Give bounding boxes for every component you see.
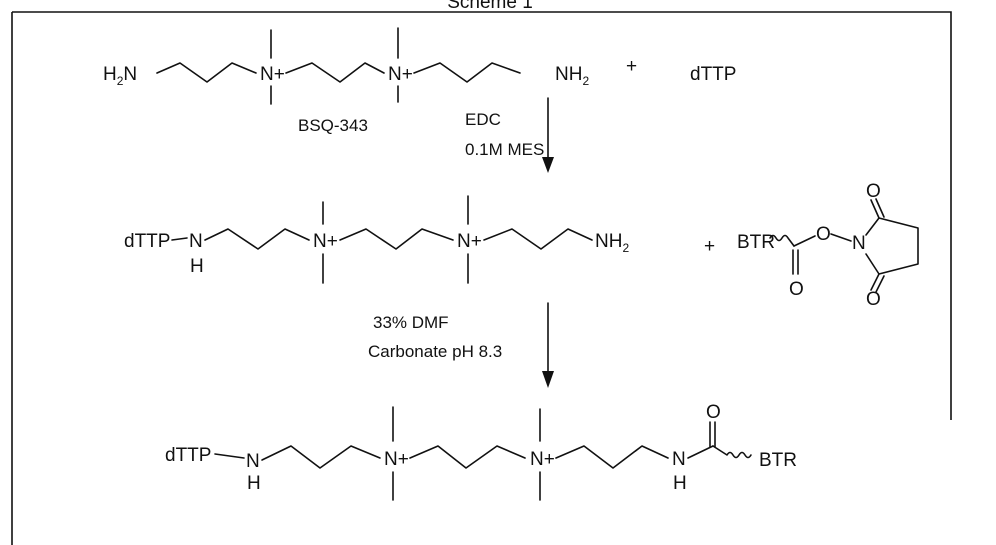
btr-label-ester: BTR bbox=[737, 232, 775, 253]
propyl-chain-2-2 bbox=[339, 228, 454, 250]
propyl-chain-2-3 bbox=[483, 228, 593, 250]
dttp-conjugate-structure: dTTP N H N+ N+ NH2 bbox=[124, 195, 629, 284]
quaternary-n-2-2: N+ bbox=[457, 231, 482, 252]
propyl-chain-3-1 bbox=[261, 445, 381, 469]
plus-sign-2: + bbox=[704, 236, 715, 257]
quaternary-n-3-2: N+ bbox=[530, 449, 555, 470]
btr-label-product: BTR bbox=[759, 450, 797, 471]
succinimide-o-top: O bbox=[866, 181, 881, 202]
quaternary-n-1: N+ bbox=[260, 64, 285, 85]
condition-1a: EDC bbox=[465, 110, 501, 129]
amide-n-c-bond bbox=[687, 445, 714, 459]
scheme-frame bbox=[11, 11, 952, 545]
right-amine-label: NH2 bbox=[555, 64, 589, 88]
wavy-linker-ester bbox=[769, 234, 795, 247]
btr-nhs-ester-structure: BTR O O N O O bbox=[737, 181, 919, 310]
succinimide-n: N bbox=[852, 233, 866, 254]
propyl-chain-3-3 bbox=[555, 445, 669, 469]
arrow-head-2 bbox=[542, 371, 554, 388]
propyl-chain-3-2 bbox=[409, 445, 526, 469]
propyl-chain-2-1 bbox=[204, 228, 310, 250]
amine-n-3: N bbox=[246, 451, 260, 472]
carbonyl-c-o-link bbox=[793, 235, 816, 247]
dttp-prefix-3: dTTP bbox=[165, 445, 211, 466]
plus-sign-1: + bbox=[626, 56, 637, 77]
upper-co-2 bbox=[875, 198, 885, 218]
quaternary-n-3-1: N+ bbox=[384, 449, 409, 470]
propyl-chain-1 bbox=[156, 62, 257, 83]
wavy-linker-product bbox=[712, 445, 752, 459]
lower-co-1 bbox=[870, 273, 880, 291]
quaternary-n-2: N+ bbox=[388, 64, 413, 85]
product-structure: dTTP N H N+ N+ N H O BTR bbox=[165, 402, 797, 501]
propyl-chain-3 bbox=[413, 62, 521, 83]
dttp-prefix-2: dTTP bbox=[124, 231, 170, 252]
propyl-chain-2 bbox=[285, 62, 385, 83]
amine-h-2: H bbox=[190, 256, 204, 277]
o-n-bond bbox=[830, 233, 852, 242]
carbonyl-o-ester: O bbox=[789, 279, 804, 300]
condition-2b: Carbonate pH 8.3 bbox=[368, 342, 502, 361]
succinimide-ring-back bbox=[878, 217, 919, 275]
amide-h: H bbox=[673, 473, 687, 494]
left-amine-label: H2N bbox=[103, 64, 137, 88]
dttp-reagent: dTTP bbox=[690, 64, 736, 85]
succinimide-o-bottom: O bbox=[866, 289, 881, 310]
amide-n: N bbox=[672, 449, 686, 470]
right-amine-label-2: NH2 bbox=[595, 231, 629, 255]
quaternary-n-2-1: N+ bbox=[313, 231, 338, 252]
upper-co-1 bbox=[870, 199, 880, 219]
amine-h-3: H bbox=[247, 473, 261, 494]
scheme-title: Scheme 1 bbox=[447, 0, 533, 13]
amine-n-2: N bbox=[189, 231, 203, 252]
condition-2a: 33% DMF bbox=[373, 313, 449, 332]
arrow-head-1 bbox=[542, 157, 554, 173]
dttp-nh-bond-2 bbox=[171, 237, 188, 241]
compound-name: BSQ-343 bbox=[298, 116, 368, 135]
succinimide-upper-carbonyl bbox=[865, 217, 880, 236]
amide-o: O bbox=[706, 402, 721, 423]
condition-1b: 0.1M MES bbox=[465, 140, 544, 159]
bsq-343-structure: H2N N+ N+ NH2 bbox=[103, 27, 589, 105]
lower-co-2 bbox=[875, 275, 885, 293]
dttp-nh-bond-3 bbox=[214, 453, 245, 459]
succinimide-lower-link bbox=[865, 253, 880, 275]
ester-o-link: O bbox=[816, 224, 831, 245]
